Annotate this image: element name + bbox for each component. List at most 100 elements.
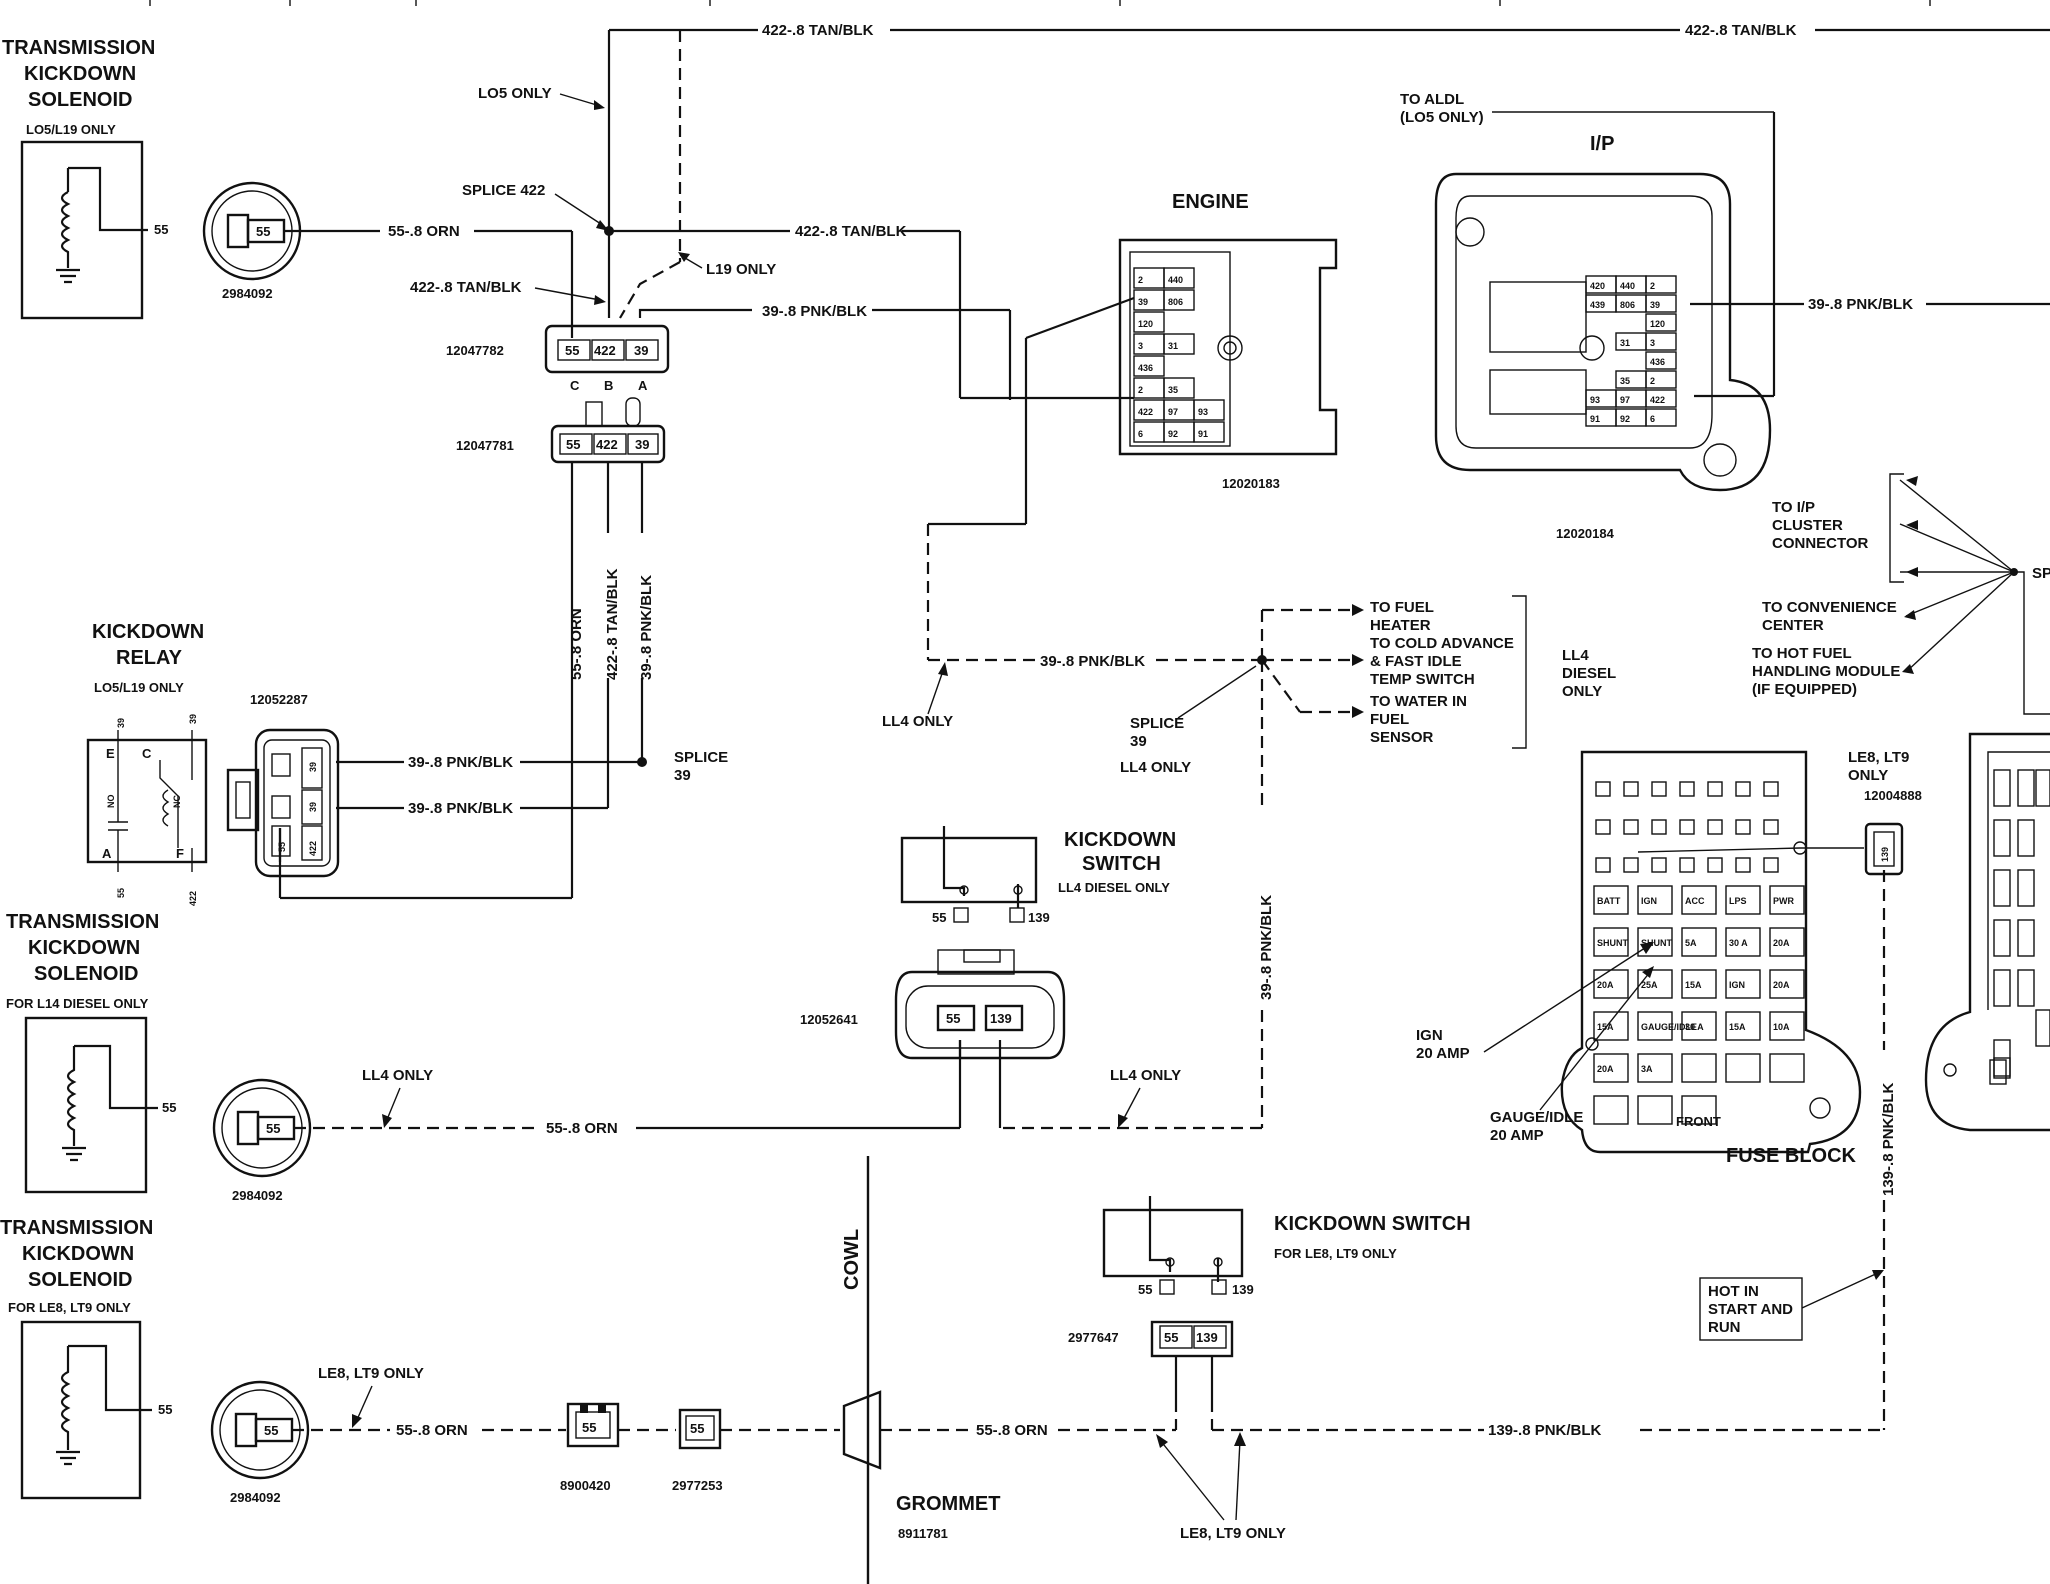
fuse-label: SHUNT: [1597, 938, 1629, 948]
label-front: FRONT: [1676, 1114, 1721, 1129]
c2-pin-55: 55: [566, 437, 580, 452]
relay-line2: RELAY: [116, 647, 183, 669]
right-branches: TO I/P CLUSTER CONNECTOR TO CONVENIENCE …: [1752, 473, 2050, 715]
engine-cavity: [1163, 267, 1195, 289]
fuse-slot: [1593, 1011, 1629, 1041]
inline-connector-8900420: 55 8900420: [560, 1402, 676, 1493]
engine-cavity: [1193, 421, 1225, 443]
ks1-line2: SWITCH: [1082, 853, 1161, 875]
wire-label-422-left: 422-.8 TAN/BLK: [410, 279, 522, 296]
ks2-pin-139: 139: [1232, 1282, 1254, 1297]
wire-label-422-top: 422-.8 TAN/BLK: [762, 22, 874, 39]
engine-cavity-label: 806: [1168, 297, 1183, 307]
fuse-terminal: [1595, 781, 1611, 797]
fuse-slot: [1637, 885, 1673, 915]
ip-cavity-label: 2: [1650, 376, 1655, 386]
to-cold-advance-line1: TO COLD ADVANCE: [1370, 635, 1514, 652]
engine-cavity-label: 3: [1138, 341, 1143, 351]
hot-in-line2: START AND: [1708, 1301, 1793, 1318]
ip-cavity-label: 2: [1650, 281, 1655, 291]
ks2-note: FOR LE8, LT9 ONLY: [1274, 1246, 1397, 1261]
rc-pin-39-b: 39: [308, 802, 318, 812]
wire-label-422-top-right: 422-.8 TAN/BLK: [1685, 22, 1797, 39]
splice-39-line1: SPLICE: [674, 749, 728, 766]
ks1-pin-139: 139: [1028, 910, 1050, 925]
wire-422-top: 422-.8 TAN/BLK 422-.8 TAN/BLK: [607, 22, 2050, 318]
gauge-idle-line2: 20 AMP: [1490, 1127, 1544, 1144]
relay-letter-f: F: [176, 846, 184, 861]
ks1-pin-55: 55: [932, 910, 946, 925]
rc-pin-39-a: 39: [308, 762, 318, 772]
hot-in-box: HOT IN START AND RUN: [1699, 1270, 1884, 1341]
c1-pin-39: 39: [634, 343, 648, 358]
ip-cavity: [1645, 370, 1677, 389]
wire-label-39-vert-right: 39-.8 PNK/BLK: [1258, 895, 1275, 1000]
kickdown-switch-2: KICKDOWN SWITCH FOR LE8, LT9 ONLY 55 139…: [1068, 1196, 1884, 1542]
wire-label-139-bottom: 139-.8 PNK/BLK: [1488, 1422, 1602, 1439]
fuse-terminal: [1707, 819, 1723, 835]
fuse-slot: [1593, 927, 1629, 957]
fuse-slot: [1725, 1011, 1761, 1041]
fuse-label: LPS: [1729, 896, 1747, 906]
sol-3-pin: 55: [158, 1402, 172, 1417]
fuse-slot: [1769, 1011, 1805, 1041]
engine-cavity-label: 39: [1138, 297, 1148, 307]
ip-cavity: [1645, 332, 1677, 351]
trans-sol-1-note: LO5/L19 ONLY: [26, 122, 116, 137]
ip-cavity-label: 39: [1650, 300, 1660, 310]
fuse-terminal: [1623, 857, 1639, 873]
fuse-label: 3A: [1641, 1064, 1653, 1074]
trans-sol-1-line3: SOLENOID: [28, 89, 132, 111]
ll4-diesel-line2: DIESEL: [1562, 665, 1616, 682]
fuse-terminal: [1623, 781, 1639, 797]
part-2984092-a: 2984092: [222, 286, 273, 301]
relay-line1: KICKDOWN: [92, 621, 204, 643]
engine-cavity-label: 120: [1138, 319, 1153, 329]
label-ll4-only-d: LL4 ONLY: [1110, 1067, 1181, 1084]
fuse-label: PWR: [1773, 896, 1794, 906]
fuse-label: IGN: [1641, 896, 1657, 906]
solenoid-coil-icon-2: [62, 1046, 86, 1162]
fuse-terminal: [1623, 819, 1639, 835]
ign-20-line1: IGN: [1416, 1027, 1443, 1044]
engine-cavity-label: 436: [1138, 363, 1153, 373]
round-1-pin: 55: [256, 224, 270, 239]
engine-cavity-label: 440: [1168, 275, 1183, 285]
ip-cavity: [1645, 351, 1677, 370]
relay-bottom-pin-1: 55: [116, 888, 126, 898]
hot-in-line1: HOT IN: [1708, 1283, 1759, 1300]
to-ip-cluster-line1: TO I/P: [1772, 499, 1815, 516]
engine-cavity-label: 35: [1168, 385, 1178, 395]
relay-connector: 39 39 422 55: [226, 728, 340, 878]
to-convenience-line2: CENTER: [1762, 617, 1824, 634]
to-fuel-heater-line2: HEATER: [1370, 617, 1431, 634]
relay-top-pin-1: 39: [116, 718, 126, 728]
ip-cavity-label: 436: [1650, 357, 1665, 367]
round-2-pin: 55: [266, 1121, 280, 1136]
to-hot-fuel-line1: TO HOT FUEL: [1752, 645, 1852, 662]
engine-cavity-label: 91: [1198, 429, 1208, 439]
c2977253-pin: 55: [690, 1421, 704, 1436]
engine-cavity-label: 92: [1168, 429, 1178, 439]
fuse-terminal: [1679, 781, 1695, 797]
label-splice-422: SPLICE 422: [462, 182, 545, 199]
fuse-slot: [1725, 885, 1761, 915]
fuse-label: 30 A: [1685, 1022, 1704, 1032]
label-ll4-only-b: LL4 ONLY: [882, 713, 953, 730]
to-aldl-line1: TO ALDL: [1400, 91, 1464, 108]
c1-letter-b: B: [604, 378, 613, 393]
to-aldl-line2: (LO5 ONLY): [1400, 109, 1484, 126]
ip-cavity-label: 35: [1620, 376, 1630, 386]
splice-39-line2: 39: [674, 767, 691, 784]
fuse-slot: [1681, 885, 1717, 915]
relay-letter-a: A: [102, 846, 112, 861]
label-ip: I/P: [1590, 133, 1614, 155]
fuse-label: 20A: [1597, 1064, 1614, 1074]
fuse-label: 20A: [1773, 980, 1790, 990]
part-12052641: 12052641: [800, 1012, 858, 1027]
connector-12047782: 55 422 39 C B A 12047782: [446, 324, 670, 393]
engine-cavity: [1163, 333, 1195, 355]
relay-letter-e: E: [106, 746, 115, 761]
right-edge-component: [1924, 732, 2050, 1132]
